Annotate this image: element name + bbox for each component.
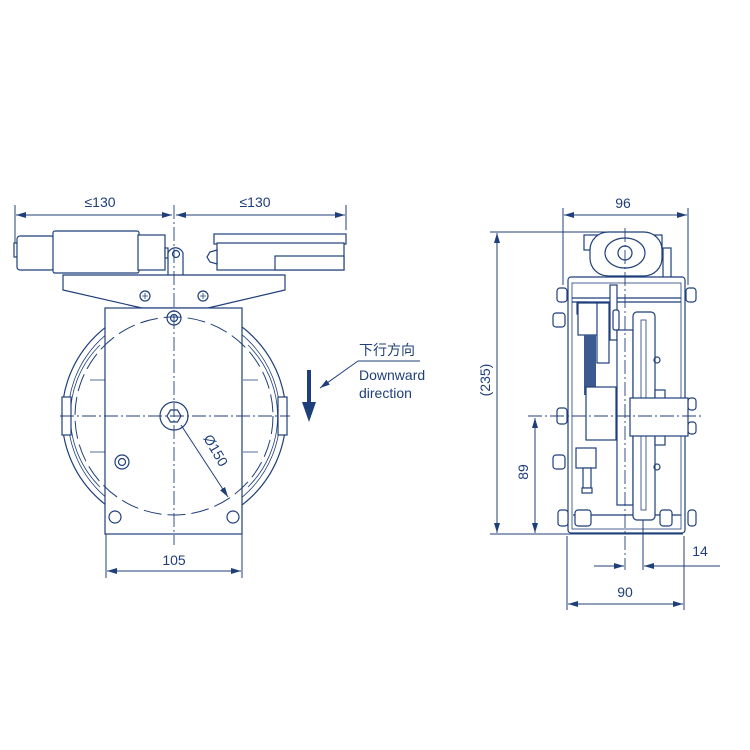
top-dimension: ≤130 ≤130 [14, 194, 347, 250]
bolt-icon [552, 287, 697, 527]
switch-box [206, 233, 347, 271]
mount-hole [108, 510, 122, 524]
pivot-ear [167, 247, 184, 277]
dim-right-label: ≤130 [239, 194, 270, 210]
main-body [104, 307, 243, 535]
dim-axis-height-label: 89 [515, 464, 531, 480]
dim-height-label: (235) [477, 364, 493, 397]
dim-left-label: ≤130 [84, 194, 115, 210]
direction-label-en-1: Downward [359, 367, 425, 383]
direction-label-en-2: direction [359, 385, 412, 401]
dim-offset-label: 14 [692, 543, 708, 559]
screw-icon [139, 290, 151, 302]
dim-base-label: 90 [617, 584, 633, 600]
down-arrow-icon [302, 370, 316, 422]
front-view: ≤130 ≤130 [13, 194, 425, 578]
actuator-left [13, 230, 169, 274]
adjust-bolt [114, 454, 130, 470]
direction-callout: 下行方向 Downward direction [319, 342, 425, 401]
dim-top-label: 96 [615, 195, 631, 211]
direction-label-cn: 下行方向 [359, 342, 415, 358]
screw-icon [197, 290, 209, 302]
gear-rack [584, 335, 596, 395]
side-view: 96 (235) [477, 195, 720, 610]
dim-width-label: 105 [162, 552, 186, 568]
top-roller [583, 231, 672, 279]
mount-hole [226, 510, 240, 524]
